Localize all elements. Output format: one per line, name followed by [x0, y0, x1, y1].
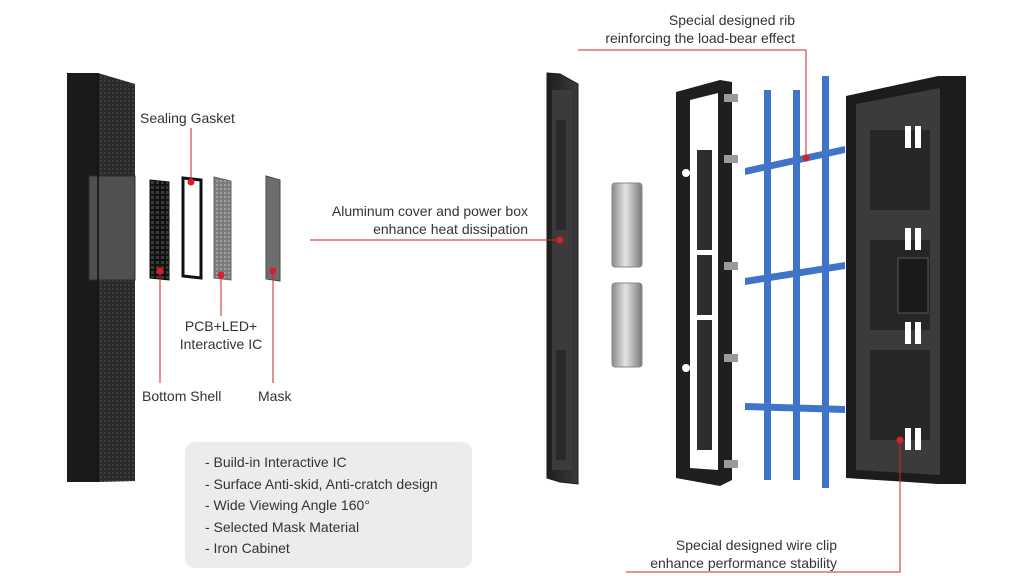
left-callouts	[156, 128, 277, 383]
mask-part	[265, 175, 281, 282]
label-rib-line1: Special designed rib	[668, 12, 795, 28]
bottom-shell-part	[149, 179, 170, 281]
black-frame-part	[676, 80, 738, 486]
reinforcing-ribs	[745, 76, 845, 488]
label-rib-line2: reinforcing the load-bear effect	[605, 30, 795, 46]
feature-item: - Build-in Interactive IC	[205, 454, 347, 470]
label-sealing-gasket: Sealing Gasket	[140, 110, 235, 126]
rib-callout	[578, 49, 810, 162]
feature-item: - Selected Mask Material	[205, 518, 360, 535]
label-pcb-led-line2: Interactive IC	[179, 336, 263, 352]
pcb-led-part	[213, 176, 232, 281]
label-mask: Mask	[258, 388, 292, 404]
label-aluminum-line1: Aluminum cover and power box	[331, 203, 528, 219]
feature-item: - Surface Anti-skid, Anti-cratch design	[205, 475, 438, 492]
wireclip-callout	[626, 436, 904, 573]
label-bottom-shell: Bottom Shell	[142, 388, 222, 404]
features-list: - Build-in Interactive IC - Surface Anti…	[185, 442, 472, 560]
label-pcb-led-line1: PCB+LED+	[184, 318, 258, 334]
label-wireclip-line1: Special designed wire clip	[675, 537, 837, 553]
feature-item: - Wide Viewing Angle 160°	[205, 497, 370, 513]
iron-cabinet-part	[846, 76, 966, 484]
power-box-upper	[611, 182, 643, 268]
sealing-gasket-part	[181, 176, 203, 280]
aluminum-callout	[310, 236, 564, 244]
label-aluminum-line2: enhance heat dissipation	[373, 221, 528, 237]
assembled-cabinet	[67, 73, 136, 482]
aluminum-cover-part	[546, 72, 579, 485]
feature-item: - Iron Cabinet	[205, 540, 290, 556]
features-box: - Build-in Interactive IC - Surface Anti…	[185, 442, 472, 568]
label-wireclip-line2: enhance performance stability	[650, 555, 837, 571]
power-box-lower	[611, 282, 643, 368]
